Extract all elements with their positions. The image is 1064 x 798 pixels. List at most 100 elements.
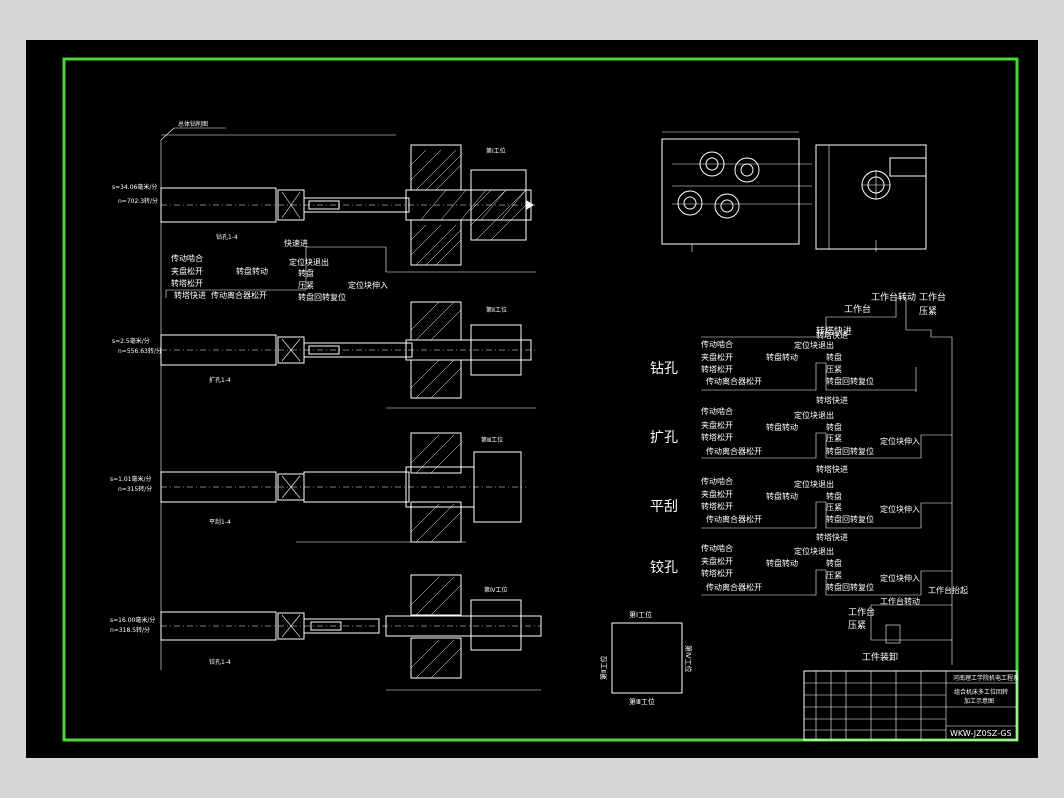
op-label-ream: 扩孔 [650, 430, 678, 446]
op-line: 压紧 [826, 434, 842, 443]
op-line: 传动啮合 [701, 543, 733, 553]
leader-note: 总体钻削图 [178, 120, 208, 128]
station-name: 钻孔1-4 [216, 233, 238, 241]
op-line: 定位块伸入 [880, 573, 920, 583]
station-hinge-reaming: s=16.00毫米/分 n=318.5转/分 铰孔1-4 第Ⅳ工位 [110, 574, 542, 691]
timing-curve [165, 246, 387, 298]
tb-school: 河南理工学院机电工程系 [953, 674, 1019, 682]
op-line: 定位块退出 [794, 546, 834, 556]
op-line: 转盘回转复位 [826, 446, 874, 456]
op-line: 转塔快进 [816, 532, 848, 542]
op-line: 定位块伸入 [880, 504, 920, 514]
op-line: 转盘转动 [766, 352, 798, 362]
op-label-face: 平刮 [650, 499, 678, 515]
op-line: 压紧 [826, 571, 842, 580]
op-line: 转盘回转复位 [826, 582, 874, 592]
station-name: 扩孔1-4 [209, 376, 231, 384]
station-label: 第Ⅲ工位 [481, 436, 503, 444]
station-label: 第Ⅱ工位 [486, 306, 507, 314]
cycle-bottom: 工作台 [848, 606, 875, 618]
speed-label: n=318.5转/分 [110, 626, 150, 634]
op-line: 转塔快进 [816, 330, 848, 340]
op-line: 工作台抬起 [928, 585, 968, 595]
feed-label: s=16.00毫米/分 [110, 616, 155, 624]
step-label: 夹盘松开 [171, 266, 203, 276]
step-label: 传动啮合 [171, 253, 203, 263]
op-line: 转盘回转复位 [826, 514, 874, 524]
cycle-bottom: 压紧 [848, 620, 866, 631]
op-line: 定位块退出 [794, 479, 834, 489]
station-facing: s=1.01毫米/分 n=315转/分 平刮1-4 第Ⅲ工位 [110, 432, 526, 543]
op-line: 转盘 [826, 422, 842, 432]
op-line: 传动啮合 [701, 406, 733, 416]
op-line: 转盘 [826, 491, 842, 501]
op-line: 转塔快进 [816, 464, 848, 474]
op-line: 转盘回转复位 [826, 376, 874, 386]
drawing-frame [62, 57, 1019, 742]
tb-title-2: 加工示意图 [964, 697, 994, 705]
feed-label: s=1.01毫米/分 [110, 475, 152, 483]
op-line: 夹盘松开 [701, 352, 733, 362]
station-layout: 第Ⅰ工位 第Ⅲ工位 第Ⅱ工位 第Ⅳ工位 [599, 610, 693, 706]
cycle-top: 工作台 [919, 291, 946, 303]
feed-label: s=34.06毫米/分 [112, 183, 157, 191]
tb-title-1: 组合机床多工位回转 [954, 688, 1008, 696]
step-label: 压紧 [298, 281, 314, 290]
speed-label: n=315转/分 [118, 485, 152, 493]
op-line: 转盘转动 [766, 558, 798, 568]
drill-shaft [303, 197, 410, 213]
cycle-diagram: 工作台 工作台转动 工作台 压紧 转塔快进 钻孔 传动啮合 定位块退出 夹盘松开… [650, 291, 968, 665]
fixture-upper [410, 144, 462, 191]
step-label: 转盘回转复位 [298, 292, 346, 302]
op-line: 定位块退出 [794, 410, 834, 420]
op-line: 压紧 [826, 503, 842, 512]
cycle-top: 压紧 [919, 306, 937, 317]
step-label: 定位块伸入 [348, 280, 388, 290]
cycle-top: 工作台转动 [871, 291, 916, 303]
title-block: 河南理工学院机电工程系 组合机床多工位回转 加工示意图 WKW-JZ0SZ-GS [803, 670, 1019, 741]
op-line: 转盘转动 [766, 422, 798, 432]
op-line: 转盘 [826, 558, 842, 568]
layout-bottom: 第Ⅲ工位 [629, 697, 655, 706]
station-drilling: s=34.06毫米/分 n=702.3转/分 钻孔1-4 第Ⅰ工位 快速进 传动… [112, 144, 536, 302]
op-line: 传动啮合 [701, 339, 733, 349]
op-line: 转塔松开 [701, 364, 733, 374]
cycle-path [701, 297, 953, 665]
op-label-hinge: 铰孔 [650, 560, 678, 576]
op-label-drill: 钻孔 [650, 361, 678, 377]
step-label: 定位块退出 [289, 257, 329, 267]
step-label: 转盘 [298, 268, 314, 278]
op-line: 传动离合器松开 [706, 514, 762, 524]
step-label: 快速进 [284, 238, 308, 248]
op-line: 定位块伸入 [880, 436, 920, 446]
op-line: 转盘转动 [766, 491, 798, 501]
op-line: 夹盘松开 [701, 556, 733, 566]
part-front-view [661, 131, 812, 252]
op-line: 转盘 [826, 352, 842, 362]
op-line: 转塔松开 [701, 432, 733, 442]
tb-drawing-no: WKW-JZ0SZ-GS [950, 729, 1012, 738]
station-reaming: s=2.5毫米/分 n=556.63转/分 扩孔1-4 第Ⅱ工位 [112, 301, 536, 409]
feed-label: s=2.5毫米/分 [112, 337, 150, 345]
leader-line [160, 127, 175, 141]
op-line: 传动离合器松开 [706, 582, 762, 592]
op-line: 夹盘松开 [701, 489, 733, 499]
layout-left: 第Ⅱ工位 [599, 656, 608, 680]
speed-label: n=702.3转/分 [118, 197, 158, 205]
fixture-lower [410, 219, 462, 266]
step-label: 转盘转动 [236, 266, 268, 276]
step-label: 转塔快进 [174, 290, 206, 300]
cad-drawing: 总体钻削图 s=34.06毫米/分 n=702.3转/分 钻孔1-4 第Ⅰ工位 [62, 57, 1019, 742]
op-line: 夹盘松开 [701, 420, 733, 430]
op-line: 转塔快进 [816, 395, 848, 405]
layout-top: 第Ⅰ工位 [629, 610, 652, 619]
step-label: 传动离合器松开 [211, 290, 267, 300]
step-label: 转塔松开 [171, 278, 203, 288]
cycle-top: 转塔快进 [816, 325, 852, 337]
op-line: 传动离合器松开 [706, 446, 762, 456]
layout-right: 第Ⅳ工位 [684, 645, 693, 672]
op-line: 转塔松开 [701, 501, 733, 511]
station-name: 铰孔1-4 [209, 658, 231, 666]
op-line: 定位块退出 [794, 340, 834, 350]
drawing-sheet: 总体钻削图 s=34.06毫米/分 n=702.3转/分 钻孔1-4 第Ⅰ工位 [26, 40, 1038, 758]
